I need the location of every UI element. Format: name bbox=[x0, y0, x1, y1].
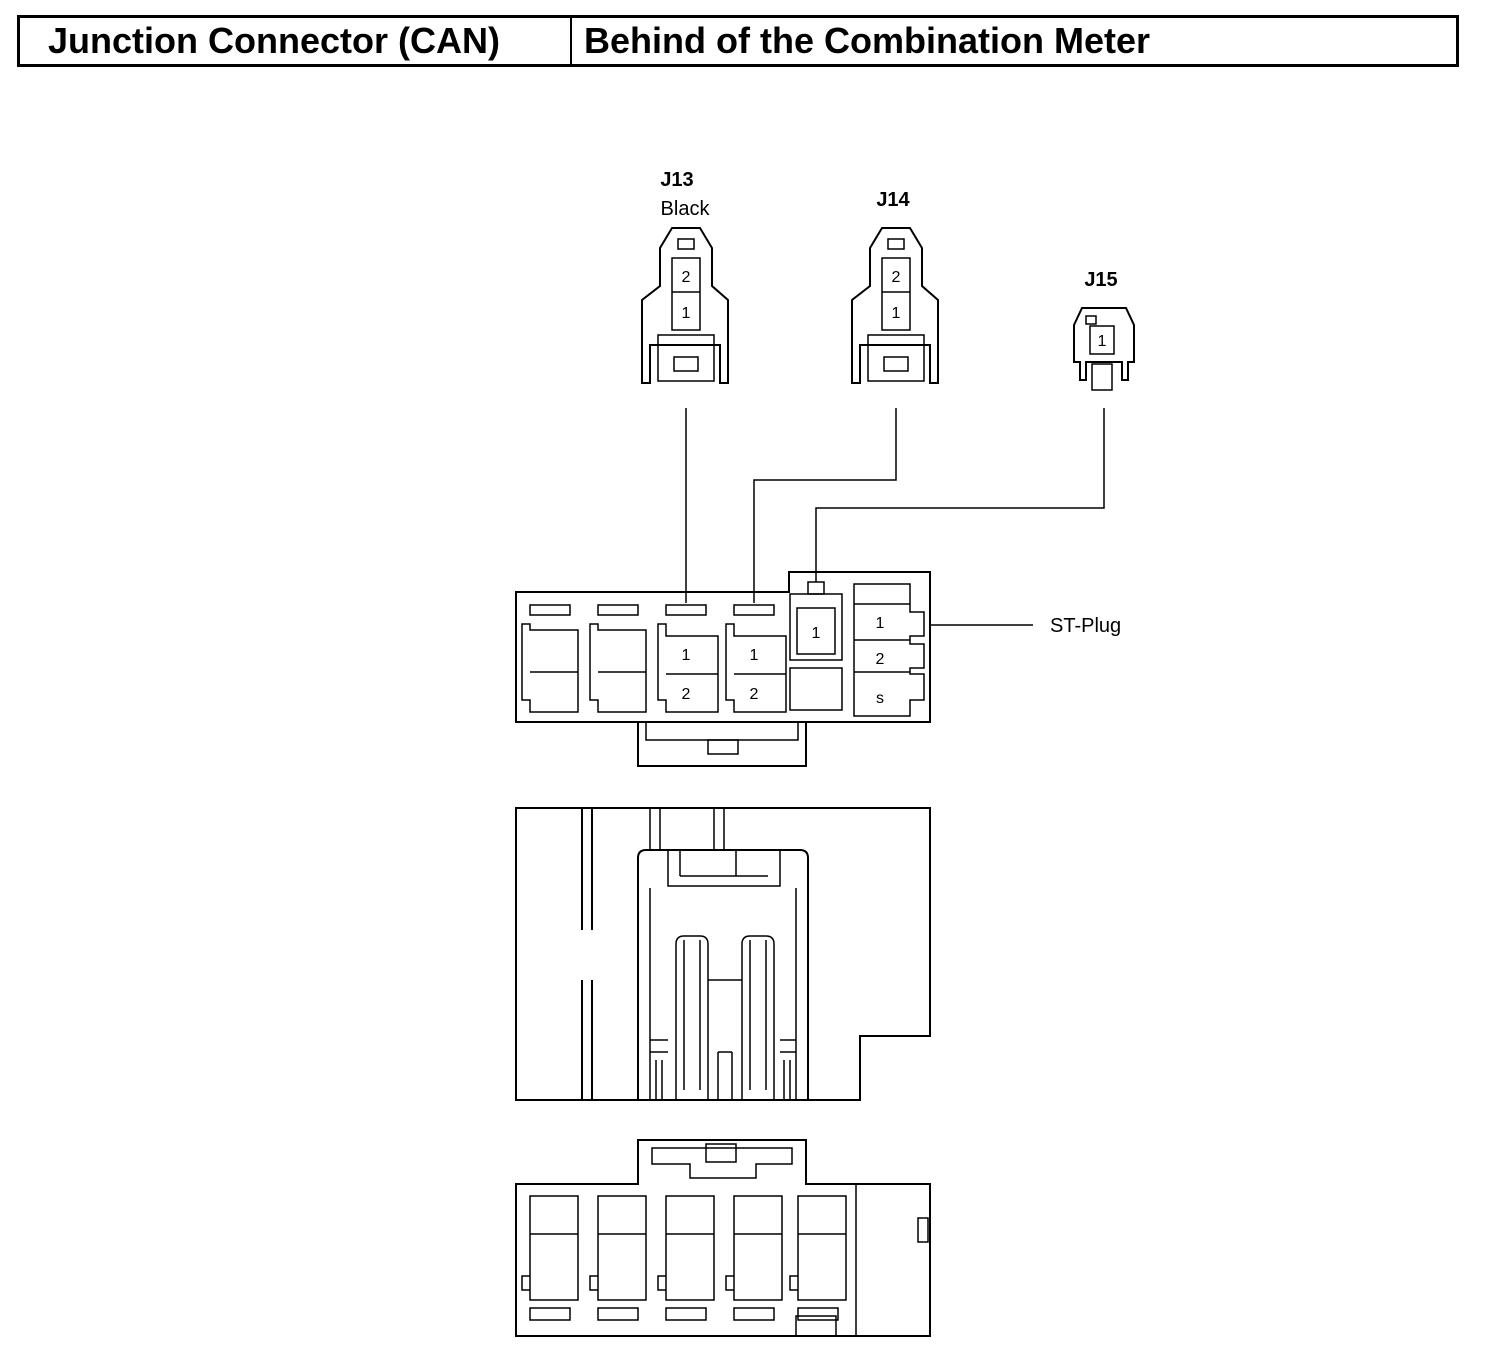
junction-slot-j15: 1 bbox=[789, 581, 843, 711]
junction-block-outline bbox=[515, 571, 931, 723]
st-plug-pin: 1 bbox=[876, 615, 885, 632]
connector-j13-pin: 1 bbox=[682, 305, 691, 322]
connector-j15-housing bbox=[1073, 307, 1135, 381]
junction-slot-pin: 1 bbox=[750, 647, 759, 664]
title-bar: Junction Connector (CAN) Behind of the C… bbox=[17, 15, 1459, 67]
connector-j13-color: Black bbox=[661, 198, 711, 220]
connector-j14: J14 2 1 bbox=[851, 189, 939, 384]
junction-block-top: 1 2 1 2 1 1 2 s ST-Plug bbox=[515, 571, 1121, 767]
leader-j14 bbox=[753, 408, 897, 603]
connector-j14-pin: 2 bbox=[892, 269, 901, 286]
st-plug: 1 2 s ST-Plug bbox=[853, 583, 1121, 717]
connector-j14-cavity bbox=[881, 257, 911, 331]
connector-j14-housing bbox=[851, 227, 939, 384]
bottom-view-outline bbox=[515, 1139, 931, 1337]
junction-block-side-view bbox=[515, 807, 931, 1101]
connector-j14-latch bbox=[887, 238, 905, 250]
junction-block-foot bbox=[637, 722, 807, 767]
junction-slot-pin: 2 bbox=[682, 686, 691, 703]
connector-j13-pin: 2 bbox=[682, 269, 691, 286]
side-view-plug bbox=[637, 849, 809, 1100]
connector-j15: J15 1 bbox=[1073, 269, 1135, 391]
leader-lines bbox=[685, 408, 1105, 626]
bottom-slot bbox=[657, 1195, 715, 1321]
connector-j14-pin: 1 bbox=[892, 305, 901, 322]
connector-j13: J13 Black 2 1 bbox=[641, 169, 729, 384]
connector-j15-id: J15 bbox=[1084, 269, 1117, 291]
side-view-outline bbox=[515, 807, 931, 1101]
empty-slot bbox=[589, 604, 647, 713]
connector-j13-latch bbox=[677, 238, 695, 250]
connector-j13-id: J13 bbox=[660, 169, 693, 191]
connector-j14-id: J14 bbox=[876, 189, 910, 211]
bottom-slot bbox=[789, 1195, 847, 1321]
junction-slot-pin: 2 bbox=[750, 686, 759, 703]
st-plug-pin: 2 bbox=[876, 651, 885, 668]
junction-slot-pin: 1 bbox=[812, 625, 821, 642]
connector-j15-pin: 1 bbox=[1098, 333, 1107, 350]
bottom-slot bbox=[725, 1195, 783, 1321]
junction-slot-j14: 1 2 bbox=[725, 604, 787, 713]
connector-j13-base bbox=[657, 334, 715, 382]
connector-j15-base bbox=[1091, 363, 1113, 391]
junction-block-bottom-view bbox=[515, 1139, 931, 1337]
component-name: Junction Connector (CAN) bbox=[20, 18, 572, 64]
st-plug-label: ST-Plug bbox=[1050, 615, 1121, 637]
connector-j13-cavity bbox=[671, 257, 701, 331]
junction-slot-j13: 1 2 bbox=[657, 604, 719, 713]
connector-j14-base bbox=[867, 334, 925, 382]
connector-j15-cavity bbox=[1089, 325, 1115, 355]
bottom-slot bbox=[521, 1195, 579, 1321]
connector-j13-housing bbox=[641, 227, 729, 384]
leader-j15 bbox=[815, 408, 1105, 582]
empty-slot bbox=[521, 604, 579, 713]
component-location: Behind of the Combination Meter bbox=[584, 20, 1150, 61]
junction-slot-pin: 1 bbox=[682, 647, 691, 664]
st-plug-pin: s bbox=[876, 690, 884, 707]
bottom-slot bbox=[589, 1195, 647, 1321]
